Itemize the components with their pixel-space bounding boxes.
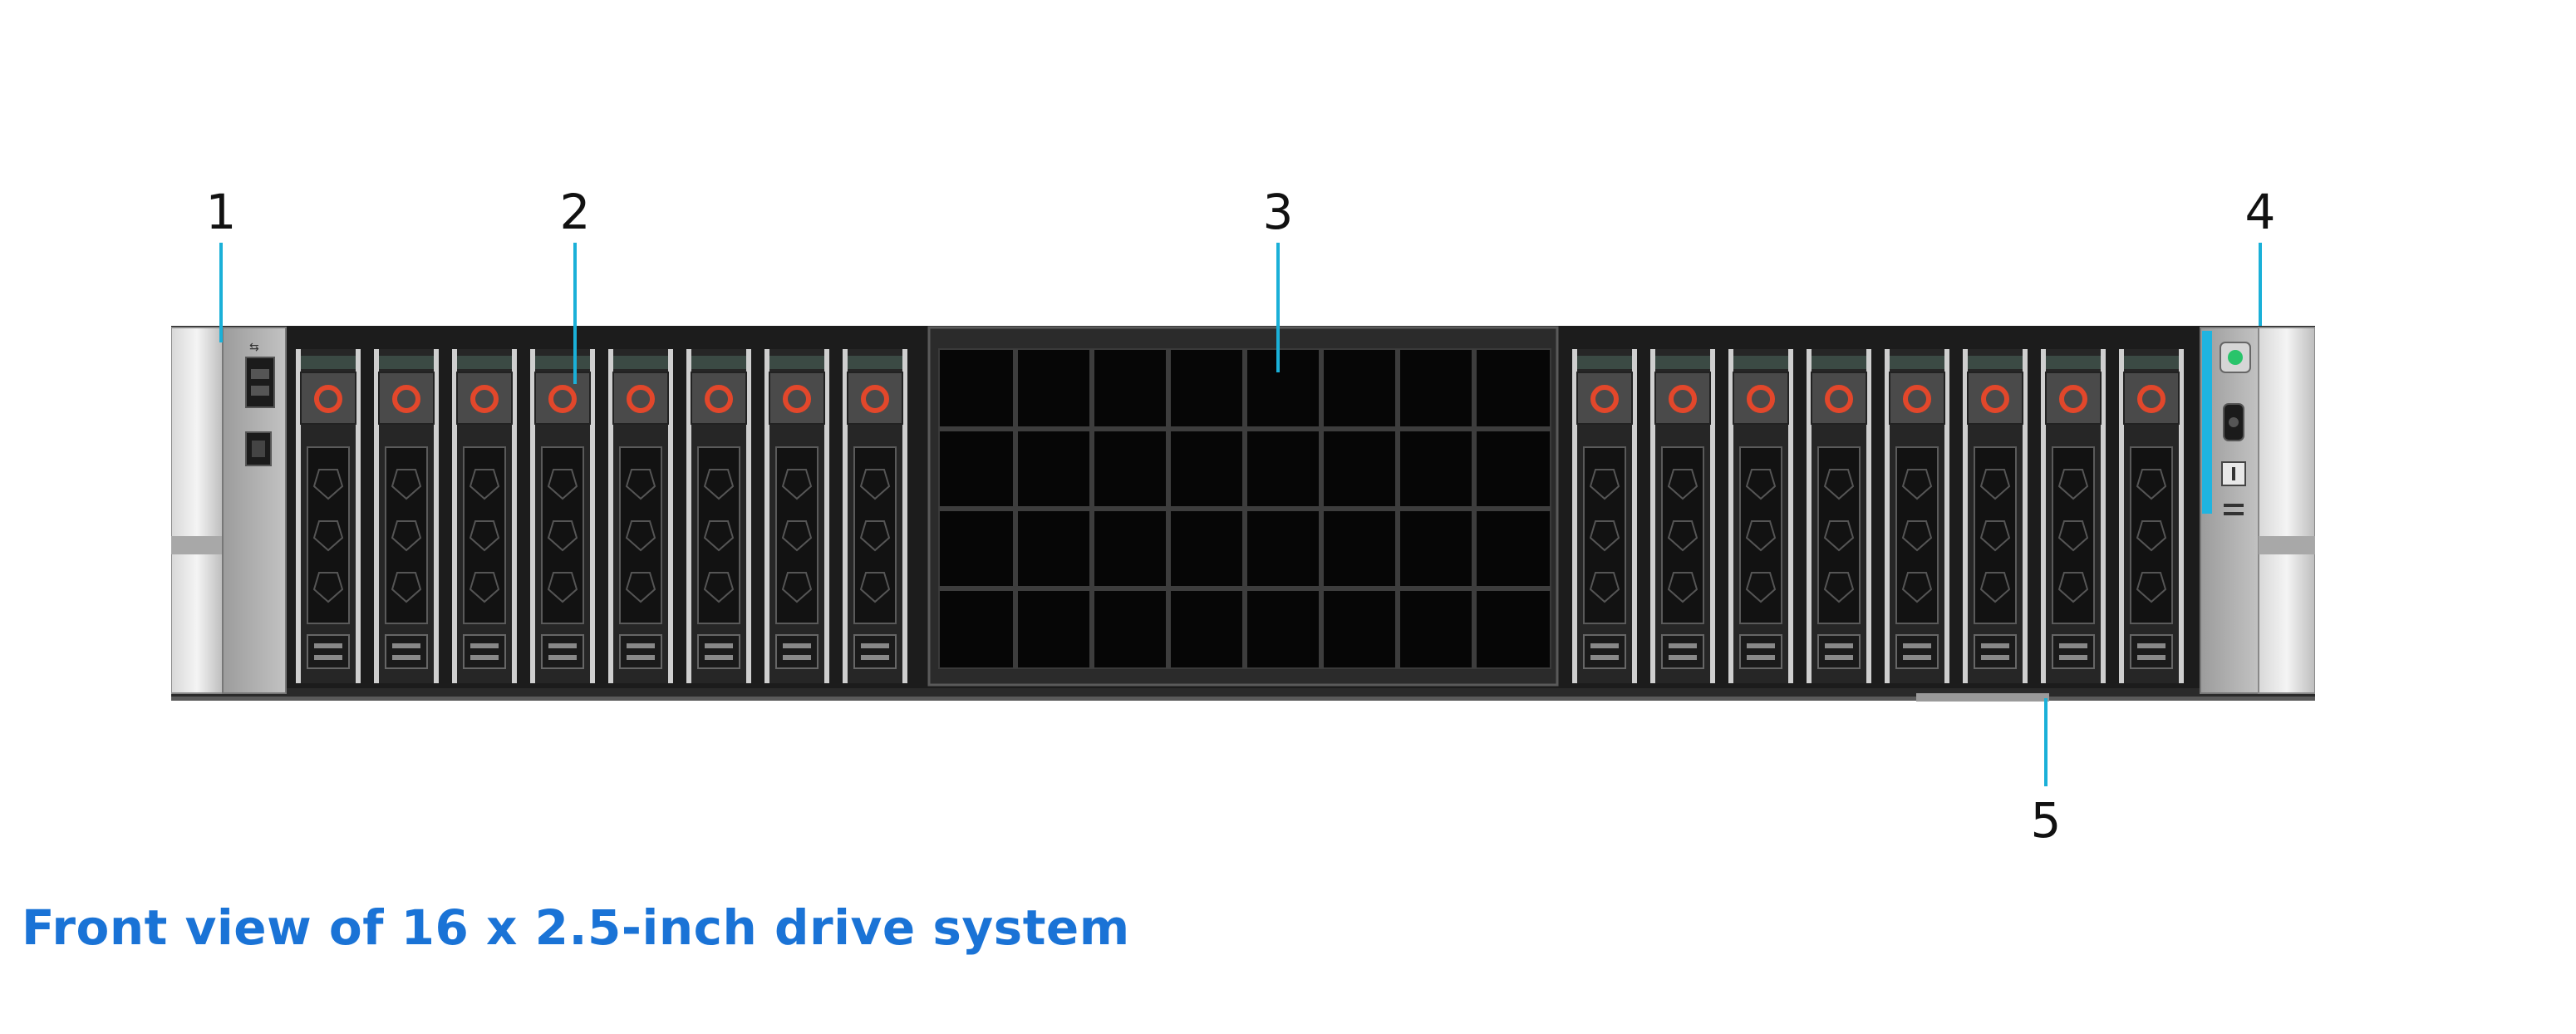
usb-icon [245,357,275,408]
callout-4-leader [2259,243,2262,326]
callout-5-label: 5 [2030,792,2062,849]
callout-5-leader [2044,698,2048,786]
right-drive-1[interactable] [1572,349,1637,683]
left-drive-7[interactable] [764,349,829,683]
information-tag[interactable] [1916,693,2049,702]
left-control-panel: ⇆ [171,327,287,694]
drive-release-button-icon[interactable] [783,385,811,413]
info-tag-icon [2221,461,2246,515]
drive-release-button-icon[interactable] [1903,385,1931,413]
left-drive-4[interactable] [530,349,595,683]
drive-release-button-icon[interactable] [2137,385,2166,413]
drive-release-button-icon[interactable] [1669,385,1697,413]
drive-release-button-icon[interactable] [2059,385,2087,413]
idrac-direct-icon [245,431,272,466]
drive-release-button-icon[interactable] [470,385,499,413]
server-front-panel: ⇆ [171,326,2315,702]
left-drive-8[interactable] [843,349,907,683]
figure-caption: Front view of 16 x 2.5-inch drive system [22,899,1130,956]
drive-release-button-icon[interactable] [548,385,577,413]
drive-bays-left [296,349,907,683]
drive-bays-right [1572,349,2184,683]
left-drive-6[interactable] [686,349,751,683]
drive-release-button-icon[interactable] [705,385,733,413]
svg-text:⇆: ⇆ [249,341,259,354]
left-drive-2[interactable] [374,349,439,683]
right-drive-2[interactable] [1650,349,1715,683]
drive-release-button-icon[interactable] [392,385,420,413]
system-id-icon[interactable] [2223,403,2244,441]
left-drive-1[interactable] [296,349,361,683]
callout-4-label: 4 [2244,184,2276,240]
callout-1-label: 1 [205,184,237,240]
callout-3-label: 3 [1262,184,1294,240]
drive-release-button-icon[interactable] [627,385,655,413]
right-drive-7[interactable] [2041,349,2106,683]
drive-release-button-icon[interactable] [1981,385,2009,413]
callout-2-label: 2 [559,184,591,240]
drive-release-button-icon[interactable] [1825,385,1853,413]
callout-1-leader [219,243,223,342]
left-drive-3[interactable] [452,349,517,683]
right-drive-6[interactable] [1963,349,2028,683]
vent-grille [927,326,1559,687]
callout-2-leader [573,243,577,384]
right-drive-8[interactable] [2119,349,2184,683]
drive-release-button-icon[interactable] [314,385,342,413]
callout-3-leader [1276,243,1280,372]
drive-release-button-icon[interactable] [861,385,889,413]
drive-release-button-icon[interactable] [1747,385,1775,413]
drive-release-button-icon[interactable] [1590,385,1619,413]
right-control-panel [2200,327,2315,694]
right-drive-4[interactable] [1807,349,1871,683]
right-drive-3[interactable] [1728,349,1793,683]
power-button-icon[interactable] [2220,342,2251,373]
left-drive-5[interactable] [608,349,673,683]
right-drive-5[interactable] [1885,349,1949,683]
